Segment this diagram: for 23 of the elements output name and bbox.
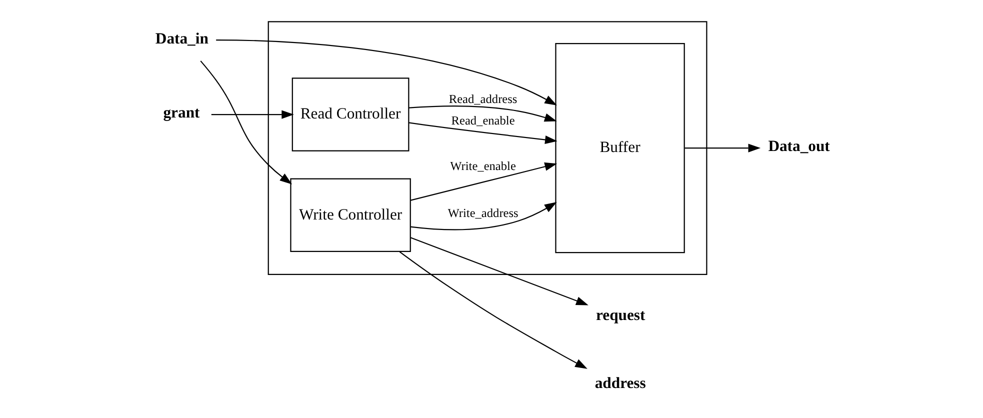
node-text: address	[594, 375, 646, 392]
arrow	[398, 251, 587, 369]
edge-label: Read_address	[448, 92, 517, 106]
node-text: grant	[162, 104, 200, 122]
arrow	[410, 162, 557, 201]
node-text: Data_out	[768, 138, 830, 156]
arrow	[410, 202, 556, 230]
edge-label: Read_enable	[450, 113, 514, 128]
arrow	[408, 106, 556, 122]
node-text: Data_in	[154, 30, 208, 48]
arrow	[216, 40, 556, 106]
arrow	[684, 144, 760, 152]
node-text: request	[595, 306, 645, 324]
edge-label: Write_enable	[450, 159, 516, 174]
node-box: Write Controller	[290, 178, 410, 252]
edge-label: Write_address	[447, 206, 518, 220]
arrow	[200, 60, 292, 184]
arrow	[410, 237, 588, 306]
cluster	[267, 21, 707, 275]
node-box: Read Controller	[291, 78, 409, 152]
arrow	[210, 110, 294, 119]
arrow	[408, 122, 557, 144]
node-box: Buffer	[554, 42, 684, 254]
